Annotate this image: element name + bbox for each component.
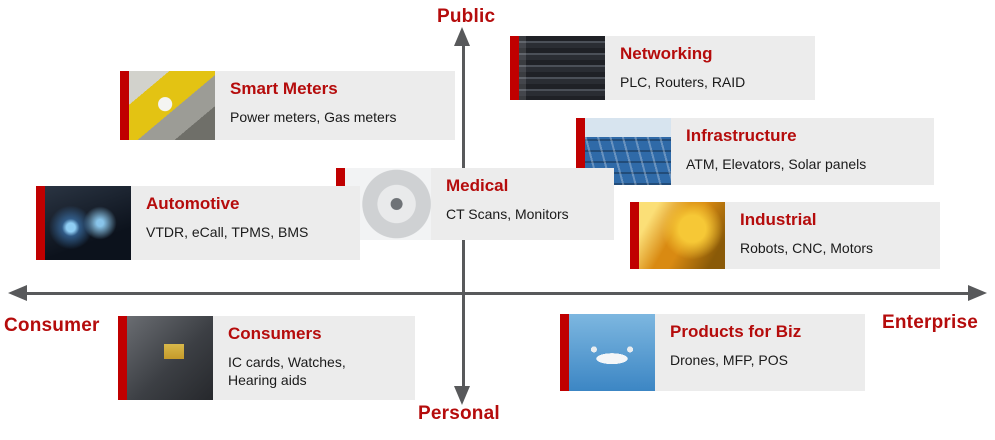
card-consumers: Consumers IC cards, Watches, Hearing aid… (118, 316, 415, 400)
arrow-up-icon (454, 27, 470, 46)
horizontal-axis-line (26, 292, 969, 295)
card-subtitle: Robots, CNC, Motors (740, 239, 874, 256)
card-subtitle: PLC, Routers, RAID (620, 73, 746, 90)
axis-label-public: Public (437, 6, 496, 27)
red-accent-bar (510, 36, 519, 100)
card-products-for-biz: Products for Biz Drones, MFP, POS (560, 314, 865, 391)
axis-label-enterprise: Enterprise (882, 312, 978, 333)
card-industrial: Industrial Robots, CNC, Motors (630, 202, 940, 269)
server-rack-photo (519, 36, 605, 100)
card-title: Medical (446, 176, 509, 195)
card-infrastructure: Infrastructure ATM, Elevators, Solar pan… (576, 118, 934, 185)
card-automotive: Automotive VTDR, eCall, TPMS, BMS (36, 186, 360, 260)
drone-photo (569, 314, 655, 391)
card-title: Smart Meters (230, 79, 338, 98)
card-title: Automotive (146, 194, 240, 213)
smart-meter-photo (129, 71, 215, 140)
card-subtitle: CT Scans, Monitors (446, 205, 569, 222)
ic-card-photo (127, 316, 213, 400)
card-title: Infrastructure (686, 126, 797, 145)
card-title: Industrial (740, 210, 817, 229)
card-networking: Networking PLC, Routers, RAID (510, 36, 815, 100)
card-title: Networking (620, 44, 713, 63)
robot-arm-photo (639, 202, 725, 269)
card-subtitle: VTDR, eCall, TPMS, BMS (146, 223, 309, 240)
arrow-right-icon (968, 285, 987, 301)
red-accent-bar (560, 314, 569, 391)
arrow-down-icon (454, 386, 470, 405)
card-medical: Medical CT Scans, Monitors (336, 168, 614, 240)
card-smart-meters: Smart Meters Power meters, Gas meters (120, 71, 455, 140)
car-photo (45, 186, 131, 260)
axis-label-consumer: Consumer (4, 315, 100, 336)
card-subtitle: Drones, MFP, POS (670, 351, 789, 368)
red-accent-bar (120, 71, 129, 140)
red-accent-bar (576, 118, 585, 185)
card-title: Consumers (228, 324, 322, 343)
card-subtitle: IC cards, Watches, Hearing aids (228, 353, 346, 388)
card-subtitle: Power meters, Gas meters (230, 108, 397, 125)
card-subtitle: ATM, Elevators, Solar panels (686, 155, 867, 172)
red-accent-bar (36, 186, 45, 260)
axis-label-personal: Personal (418, 403, 500, 424)
red-accent-bar (630, 202, 639, 269)
card-title: Products for Biz (670, 322, 802, 341)
arrow-left-icon (8, 285, 27, 301)
red-accent-bar (118, 316, 127, 400)
